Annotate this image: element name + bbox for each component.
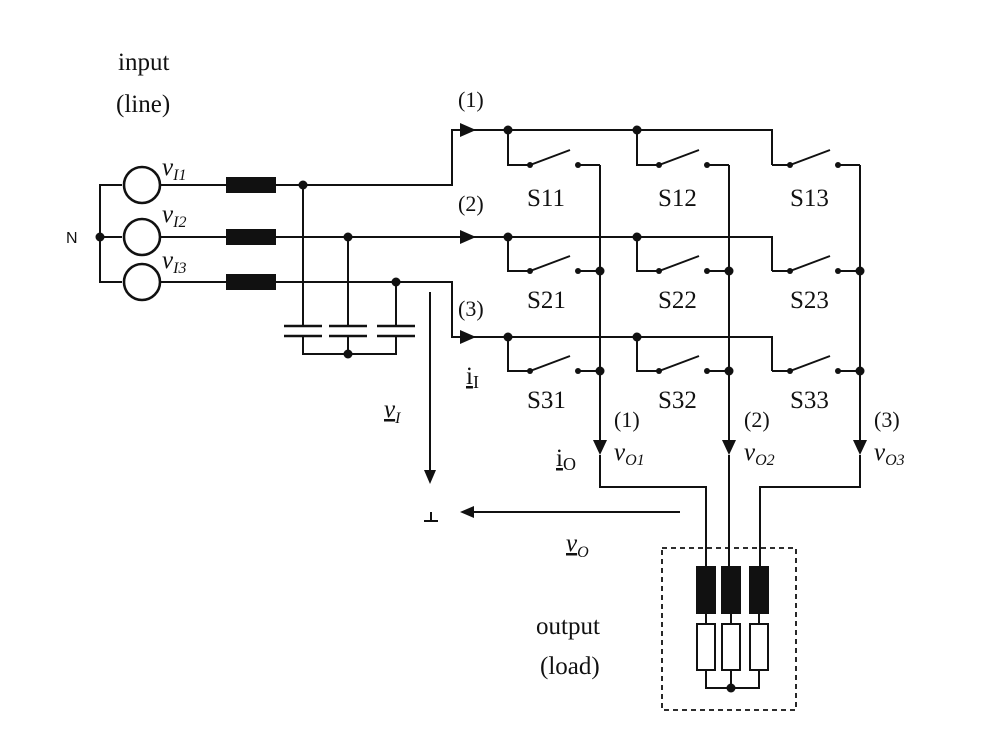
input-current-label: iI <box>466 363 479 392</box>
input-inductor-3 <box>226 274 276 290</box>
input-label: input <box>118 49 169 76</box>
load-star-node <box>726 683 736 693</box>
switch-s32 <box>632 332 734 376</box>
load-inductor-2 <box>721 566 741 614</box>
input-inductor-2 <box>226 229 276 245</box>
input-line-label: (line) <box>116 91 170 118</box>
load-inductor-1 <box>696 566 716 614</box>
load-enclosure <box>661 547 797 711</box>
switch-s23 <box>772 255 865 276</box>
input-node-1-label: (1) <box>458 87 484 112</box>
neutral-label: N <box>66 230 78 247</box>
load-resistor-2 <box>721 623 741 671</box>
output-node-3-label: (3) <box>874 407 900 432</box>
output-wire-3 <box>759 455 861 566</box>
output-voltage-1-label: vO1 <box>614 439 645 469</box>
switch-label-s31: S31 <box>527 387 566 414</box>
output-voltage-2-label: vO2 <box>744 439 775 469</box>
load-resistor-3 <box>749 623 769 671</box>
row-bus-3 <box>508 336 773 371</box>
switch-label-s21: S21 <box>527 287 566 314</box>
switch-label-s12: S12 <box>658 185 697 212</box>
cap-top-leads <box>302 185 397 326</box>
source-3 <box>122 262 162 302</box>
source-wires <box>160 184 226 283</box>
source-1 <box>122 165 162 205</box>
source-3-label: vI3 <box>162 247 186 277</box>
input-arrow-3 <box>460 330 476 344</box>
input-node-2-label: (2) <box>458 191 484 216</box>
line-3-wire <box>276 281 508 338</box>
output-voltage-3-label: vO3 <box>874 439 905 469</box>
output-node-1-label: (1) <box>614 407 640 432</box>
output-current-label: iO <box>556 445 576 474</box>
source-1-label: vI1 <box>162 154 186 184</box>
output-arrow-1 <box>593 440 607 455</box>
switch-label-s22: S22 <box>658 287 697 314</box>
cap-star-node <box>343 349 353 359</box>
switch-s13 <box>772 149 860 168</box>
switch-s31 <box>503 332 605 376</box>
switch-label-s32: S32 <box>658 387 697 414</box>
reference-symbol <box>424 512 438 522</box>
source-2-label: vI2 <box>162 201 186 231</box>
output-node-2-label: (2) <box>744 407 770 432</box>
load-inner-leads <box>705 614 760 624</box>
load-inductor-3 <box>749 566 769 614</box>
switch-label-s11: S11 <box>527 185 565 212</box>
input-voltage-arrowhead <box>424 470 436 484</box>
output-arrow-3 <box>853 440 867 455</box>
switch-label-s23: S23 <box>790 287 829 314</box>
load-label: (load) <box>540 653 600 680</box>
output-wire-1 <box>599 455 707 566</box>
output-voltage-arrowhead <box>460 506 474 518</box>
input-node-3-label: (3) <box>458 296 484 321</box>
neutral-wires <box>99 184 122 283</box>
input-voltage-label: vI <box>384 396 401 427</box>
source-2 <box>122 217 162 257</box>
input-arrow-1 <box>460 123 476 137</box>
line-1-wire <box>276 129 508 186</box>
switch-s22 <box>632 232 734 276</box>
output-arrow-2 <box>722 440 736 455</box>
output-voltage-label: vO <box>566 530 589 561</box>
switch-label-s13: S13 <box>790 185 829 212</box>
input-arrow-2 <box>460 230 476 244</box>
switch-s21 <box>503 232 605 276</box>
input-inductor-1 <box>226 177 276 193</box>
row-bus-1 <box>508 129 773 165</box>
load-resistor-1 <box>696 623 716 671</box>
output-label: output <box>536 613 600 640</box>
switch-s33 <box>772 355 865 376</box>
row-bus-2 <box>508 236 773 271</box>
switch-s12 <box>632 125 729 168</box>
switch-s11 <box>503 125 600 168</box>
switch-label-s33: S33 <box>790 387 829 414</box>
